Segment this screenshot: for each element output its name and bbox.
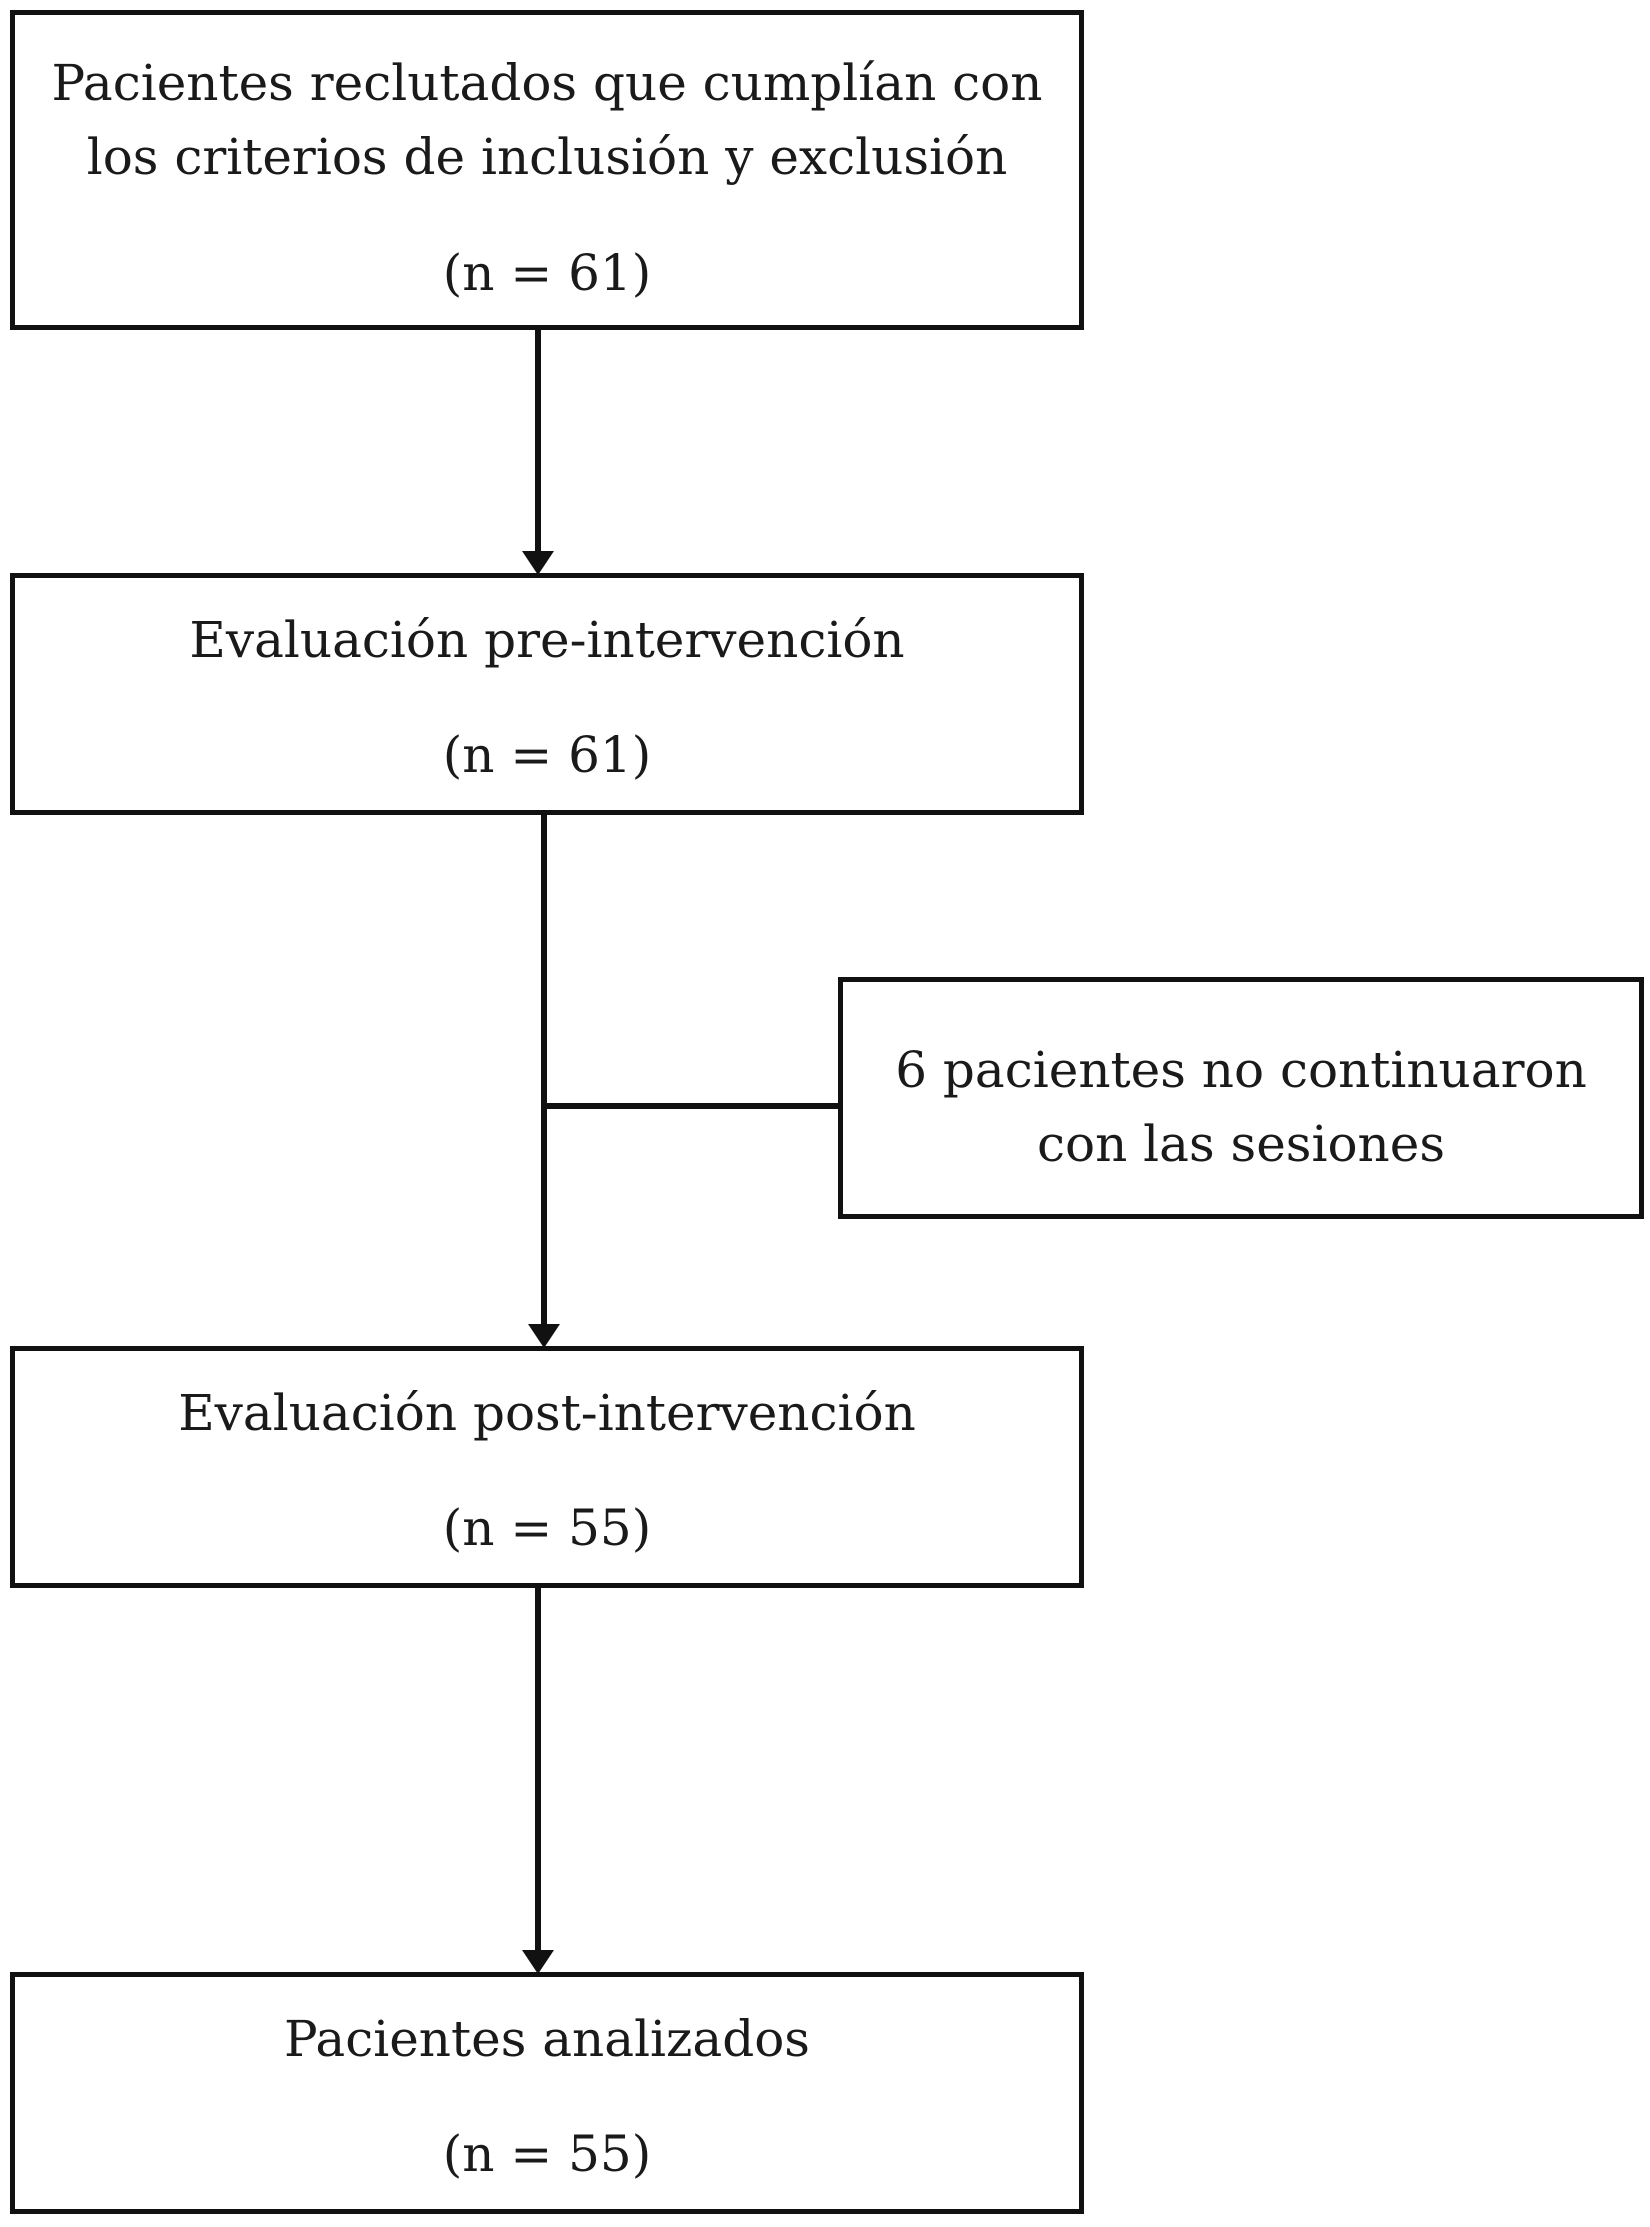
dropout-line1: 6 pacientes no continuaron <box>895 1041 1587 1099</box>
post-intervention-count: (n = 55) <box>442 1499 652 1557</box>
analyzed-patients-label: Pacientes analizados <box>284 2010 810 2068</box>
pre-intervention-count: (n = 61) <box>442 726 652 784</box>
pre-intervention-box: Evaluación pre-intervención (n = 61) <box>10 573 1084 815</box>
recruited-patients-line2: los criterios de inclusión y exclusión <box>86 128 1008 186</box>
analyzed-patients-box: Pacientes analizados (n = 55) <box>10 1972 1084 2214</box>
arrowhead-analyzed <box>522 1950 554 1974</box>
dropout-box: 6 pacientes no continuaron con las sesio… <box>838 977 1644 1219</box>
dropout-line2: con las sesiones <box>1036 1115 1445 1173</box>
arrowhead-post <box>528 1324 560 1348</box>
pre-intervention-label: Evaluación pre-intervención <box>189 611 905 669</box>
post-intervention-box: Evaluación post-intervención (n = 55) <box>10 1346 1084 1588</box>
arrowhead-pre <box>522 551 554 575</box>
analyzed-patients-count: (n = 55) <box>442 2125 652 2183</box>
recruited-patients-line1: Pacientes reclutados que cumplían con <box>51 54 1043 112</box>
post-intervention-label: Evaluación post-intervención <box>178 1384 916 1442</box>
recruited-patients-count: (n = 61) <box>442 244 652 302</box>
recruited-patients-box: Pacientes reclutados que cumplían con lo… <box>10 10 1084 330</box>
